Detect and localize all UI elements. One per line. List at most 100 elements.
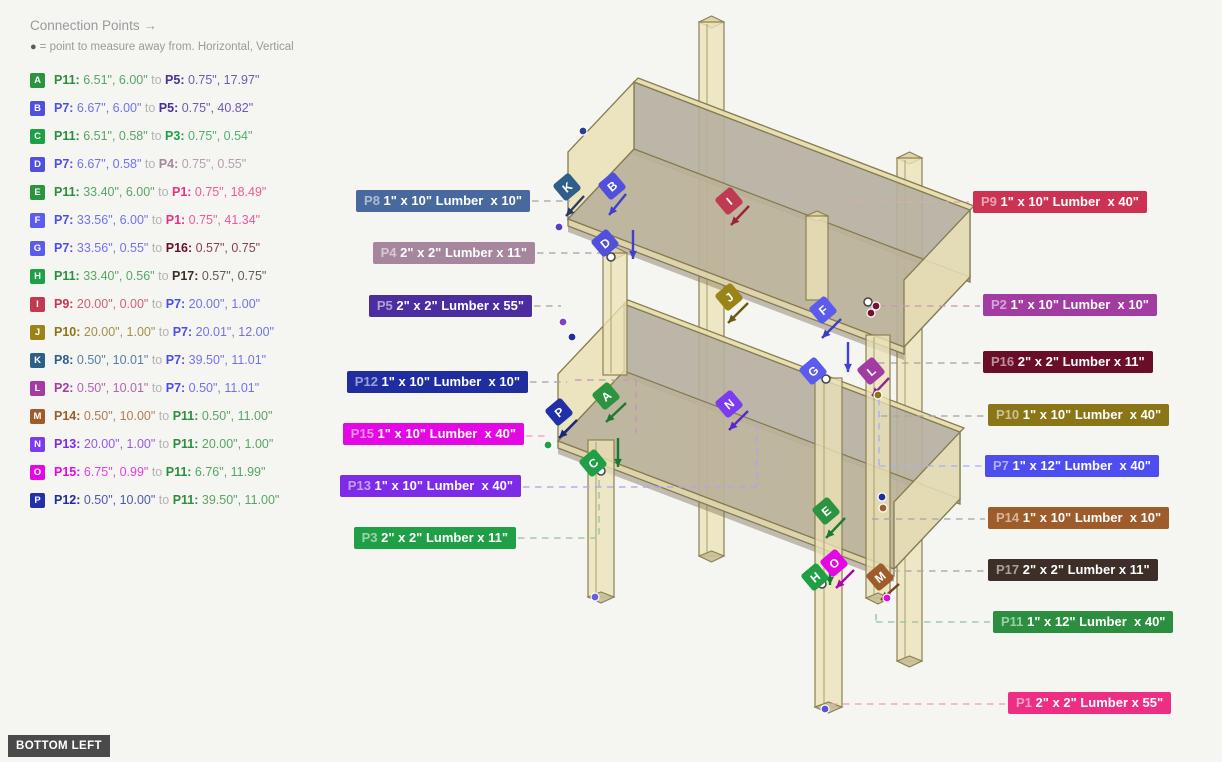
part-label-P9: P9 1" x 10" Lumber x 40" bbox=[973, 191, 1147, 213]
to-values: 20.00", 1.00" bbox=[185, 297, 261, 311]
to-values: 0.75", 18.49" bbox=[191, 185, 267, 199]
connection-letter-badge: C bbox=[30, 128, 45, 144]
from-part: P12: bbox=[54, 493, 81, 507]
lower-shelf-box bbox=[556, 299, 966, 582]
to-part: P4: bbox=[158, 157, 179, 171]
part-desc: 1" x 10" Lumber x 40" bbox=[377, 426, 516, 441]
pointer-arrow bbox=[629, 230, 637, 259]
measure-point-dot bbox=[877, 492, 887, 502]
post-upper-shelf bbox=[804, 210, 830, 301]
to-values: 20.00", 1.00" bbox=[198, 437, 274, 451]
to-part: P1: bbox=[165, 213, 186, 227]
to-values: 0.75", 17.97" bbox=[184, 73, 260, 87]
to-values: 0.50", 11.01" bbox=[185, 381, 260, 395]
from-part: P10: bbox=[54, 325, 81, 339]
to-values: 0.57", 0.75" bbox=[192, 241, 261, 255]
connection-letter-badge: O bbox=[30, 464, 45, 480]
connector-lines bbox=[518, 200, 1005, 705]
part-id: P12 bbox=[354, 374, 382, 389]
measure-point-dots bbox=[543, 126, 892, 714]
from-part: P11: bbox=[54, 185, 80, 199]
to-values: 0.75", 41.34" bbox=[185, 213, 261, 227]
from-part: P7: bbox=[54, 213, 74, 227]
pointer-arrow bbox=[605, 402, 627, 423]
measure-point-dot bbox=[866, 308, 876, 318]
part-label-P13: P13 1" x 10" Lumber x 40" bbox=[339, 475, 521, 497]
to-part: P1: bbox=[172, 185, 192, 199]
from-part: P7: bbox=[54, 157, 74, 171]
pointer-arrow bbox=[835, 569, 855, 589]
to-word: to bbox=[141, 101, 159, 115]
part-label-P12: P12 1" x 10" Lumber x 10" bbox=[346, 371, 528, 393]
part-id: P11 bbox=[1001, 614, 1028, 629]
connection-letter-badge: P bbox=[30, 492, 45, 508]
part-desc: 2" x 2" Lumber x 55" bbox=[396, 298, 524, 313]
part-desc: 2" x 2" Lumber x 11" bbox=[1022, 562, 1150, 577]
from-values: 20.00", 1.00" bbox=[80, 437, 156, 451]
part-id: P2 bbox=[991, 297, 1011, 312]
part-desc: 1" x 12" Lumber x 40" bbox=[1012, 458, 1151, 473]
to-part: P5: bbox=[165, 73, 185, 87]
to-values: 0.75", 40.82" bbox=[178, 101, 254, 115]
part-id: P4 bbox=[380, 245, 401, 260]
pointer-arrow bbox=[558, 419, 578, 439]
measure-point-icon: ● bbox=[30, 41, 37, 53]
pointer-arrow bbox=[844, 342, 852, 372]
part-label-P16: P16 2" x 2" Lumber x 11" bbox=[983, 351, 1153, 373]
connection-letter-badge: M bbox=[30, 408, 45, 424]
to-word: to bbox=[155, 409, 173, 423]
from-values: 20.00", 0.00" bbox=[73, 297, 149, 311]
to-values: 39.50", 11.01" bbox=[185, 353, 267, 367]
to-part: P7: bbox=[165, 353, 186, 367]
post-mid-left bbox=[601, 246, 629, 376]
part-id: P15 bbox=[350, 426, 378, 441]
pointer-arrow bbox=[825, 517, 846, 539]
measure-point-dot bbox=[871, 301, 881, 311]
part-desc: 1" x 10" Lumber x 40" bbox=[1000, 194, 1139, 209]
measure-point-dot bbox=[554, 222, 564, 232]
part-id: P16 bbox=[991, 354, 1018, 369]
part-id: P9 bbox=[981, 194, 1001, 209]
from-part: P8: bbox=[54, 353, 74, 367]
from-part: P11: bbox=[54, 73, 80, 87]
to-word: to bbox=[148, 213, 166, 227]
from-values: 0.50", 10.01" bbox=[73, 353, 149, 367]
to-part: P16: bbox=[165, 241, 193, 255]
from-part: P7: bbox=[54, 101, 74, 115]
from-values: 6.67", 0.58" bbox=[73, 157, 142, 171]
measure-point-dot bbox=[820, 704, 830, 714]
part-id: P14 bbox=[996, 510, 1023, 525]
pointer-arrow bbox=[727, 302, 749, 324]
part-label-P5: P5 2" x 2" Lumber x 55" bbox=[368, 295, 532, 317]
to-part: P5: bbox=[158, 101, 179, 115]
from-values: 33.40", 6.00" bbox=[79, 185, 155, 199]
to-values: 0.50", 11.00" bbox=[198, 409, 273, 423]
from-part: P2: bbox=[54, 381, 74, 395]
part-label-P1: P1 2" x 2" Lumber x 55" bbox=[1008, 692, 1172, 714]
part-id: P10 bbox=[996, 407, 1023, 422]
to-part: P11: bbox=[172, 437, 199, 451]
pointer-arrow bbox=[730, 205, 750, 226]
part-id: P5 bbox=[376, 298, 397, 313]
to-values: 6.76", 11.99" bbox=[191, 465, 266, 479]
connection-letter-badge: E bbox=[30, 184, 45, 200]
connection-letter-badge: N bbox=[30, 436, 45, 452]
measure-point-dot bbox=[543, 440, 553, 450]
from-values: 33.40", 0.56" bbox=[79, 269, 155, 283]
part-id: P8 bbox=[364, 193, 384, 208]
measure-point-dot bbox=[882, 593, 892, 603]
upper-side-right bbox=[903, 208, 971, 349]
from-part: P13: bbox=[54, 437, 81, 451]
to-part: P3: bbox=[165, 129, 185, 143]
measure-point-dot bbox=[590, 592, 600, 602]
